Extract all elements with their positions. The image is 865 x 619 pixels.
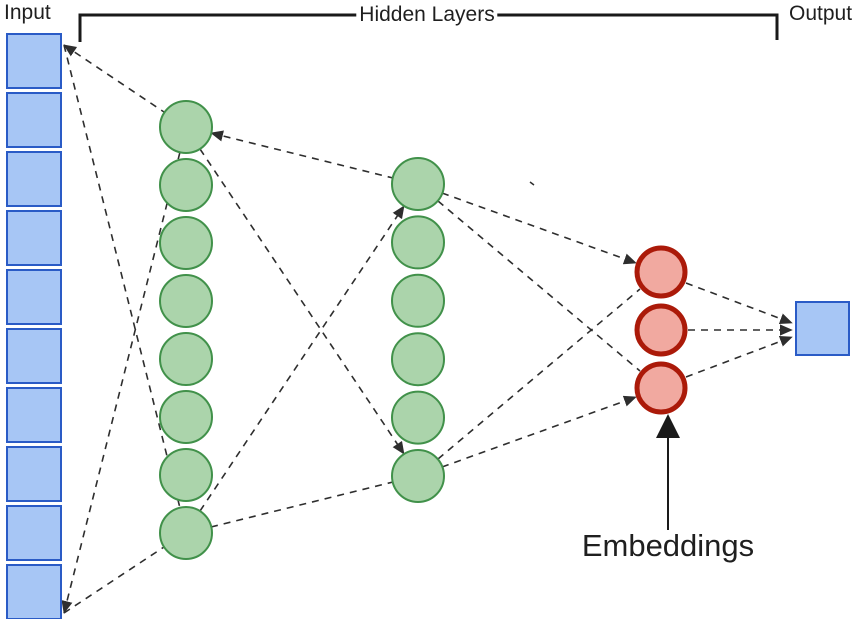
connection-line — [210, 481, 394, 528]
input-node — [6, 33, 62, 89]
hidden2-node — [391, 215, 445, 270]
connection-line — [685, 282, 793, 325]
connection-lines — [61, 44, 793, 614]
embedding-node — [634, 245, 688, 299]
output-node — [795, 301, 850, 356]
hidden2-node — [391, 157, 445, 211]
connection-line — [437, 200, 641, 372]
embeddings-arrow-head — [656, 414, 680, 438]
connection-line — [441, 395, 637, 468]
hidden1-node — [159, 158, 213, 212]
connection-line — [61, 151, 181, 614]
input-node — [6, 328, 62, 384]
hidden1-node — [159, 216, 213, 270]
hidden1-node — [159, 100, 213, 154]
hidden1-node — [159, 274, 213, 328]
hidden2-node — [391, 390, 445, 445]
hidden1-node — [159, 448, 213, 502]
hidden2-node — [391, 449, 445, 503]
input-node — [6, 446, 62, 502]
connection-line — [441, 192, 637, 265]
hidden1-node — [159, 506, 213, 560]
input-node — [6, 505, 62, 561]
embedding-node — [634, 303, 688, 357]
hidden1-node — [159, 390, 213, 444]
stray-mark — [529, 181, 535, 186]
input-node — [6, 210, 62, 266]
input-node — [6, 92, 62, 148]
input-node — [6, 269, 62, 325]
input-label: Input — [4, 1, 51, 24]
input-node — [6, 151, 62, 207]
embeddings-label: Embeddings — [581, 528, 755, 563]
input-node — [6, 564, 62, 619]
connection-line — [685, 335, 793, 378]
hidden2-node — [391, 332, 445, 387]
connection-line — [63, 546, 165, 614]
connection-line — [199, 205, 405, 512]
connection-line — [199, 148, 405, 455]
connection-line — [210, 130, 394, 179]
network-nodes — [6, 33, 850, 619]
hidden-layers-label: Hidden Layers — [356, 3, 498, 27]
hidden1-node — [159, 332, 213, 386]
input-node — [6, 387, 62, 443]
output-label: Output — [789, 2, 853, 25]
connection-line — [63, 44, 181, 509]
embedding-node — [634, 361, 688, 415]
connection-line — [437, 288, 641, 460]
hidden2-node — [391, 273, 445, 328]
